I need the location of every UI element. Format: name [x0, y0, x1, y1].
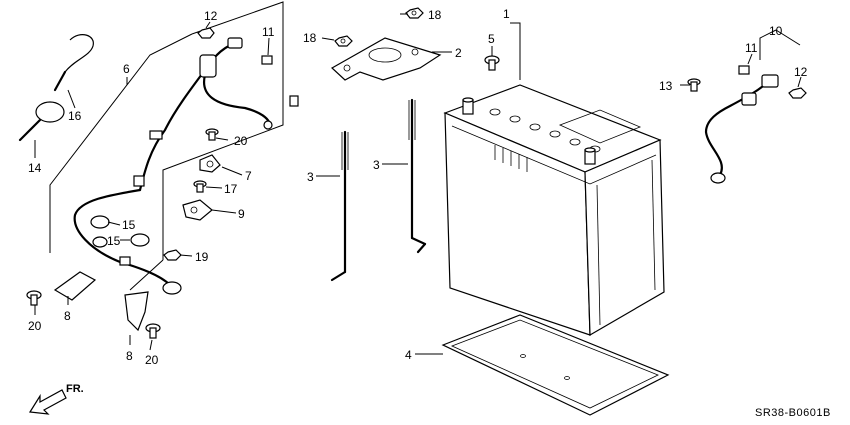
callout-15: 15: [107, 234, 121, 248]
bolt-5: [484, 55, 500, 71]
callout-2: 2: [455, 46, 462, 60]
front-arrow-icon: [28, 389, 67, 415]
nut-18-left: [334, 35, 353, 47]
callout-9: 9: [238, 207, 245, 221]
callout-8: 8: [126, 349, 133, 363]
callout-4: 4: [405, 348, 412, 362]
callout-12: 12: [794, 65, 808, 79]
callout-18: 18: [303, 31, 317, 45]
terminal-positive: [584, 147, 596, 165]
cable-tie-16: [53, 34, 94, 92]
callout-19: 19: [195, 250, 209, 264]
bolt-17: [193, 180, 207, 193]
diagram-code: SR38-B0601B: [755, 407, 831, 419]
setting-bolt-right: [408, 98, 427, 254]
battery: [443, 84, 665, 337]
bracket-8-left: [53, 271, 97, 301]
callout-3: 3: [307, 170, 314, 184]
callout-1: 1: [503, 7, 510, 21]
ground-cable-group-outline: [49, 1, 284, 291]
battery-cable-harness: [73, 37, 273, 295]
bolt-20-upper: [205, 128, 219, 141]
callout-5: 5: [488, 32, 495, 46]
callout-7: 7: [245, 169, 252, 183]
callout-16: 16: [68, 109, 82, 123]
clamp-9: [182, 199, 213, 221]
battery-setting-plate: [330, 37, 442, 81]
callout-15: 15: [122, 218, 136, 232]
callout-3: 3: [373, 158, 380, 172]
bolt-11-right: [738, 65, 750, 75]
bolt-20-right: [145, 323, 161, 339]
callout-8: 8: [64, 309, 71, 323]
bolt-11-left: [261, 55, 273, 65]
direction-label: FR.: [66, 383, 84, 395]
clamp-7: [199, 154, 221, 173]
callout-20: 20: [28, 319, 42, 333]
callout-labels: 1 2 3 3 4 5 6 7 8 8 9 10 11 11 12 12 13 …: [28, 7, 808, 367]
nut-19: [163, 249, 182, 261]
terminal-negative: [462, 97, 474, 115]
battery-tray: [441, 314, 670, 416]
callout-12: 12: [204, 9, 218, 23]
front-direction-indicator: FR.: [28, 383, 84, 415]
callout-17: 17: [224, 182, 238, 196]
nut-12-left: [197, 27, 215, 39]
callout-14: 14: [28, 161, 42, 175]
setting-bolt-left: [330, 130, 349, 282]
positive-cable: [704, 74, 779, 184]
bolt-13: [687, 78, 701, 92]
bracket-8-right: [124, 291, 149, 332]
callout-11: 11: [745, 41, 758, 55]
terminal-bolt-small: [289, 95, 299, 107]
bolt-20-left: [26, 290, 42, 306]
clamp-15-pair: [90, 215, 150, 248]
callout-20: 20: [234, 134, 248, 148]
nut-18-top: [405, 7, 424, 19]
cable-clamp-14: [18, 101, 65, 142]
callout-10: 10: [769, 24, 783, 38]
callout-11: 11: [262, 25, 275, 39]
leader-lines: [34, 13, 802, 355]
callout-20: 20: [145, 353, 159, 367]
callout-13: 13: [659, 79, 673, 93]
nut-12-right: [788, 87, 807, 99]
callout-6: 6: [123, 62, 130, 76]
callout-18: 18: [428, 8, 442, 22]
